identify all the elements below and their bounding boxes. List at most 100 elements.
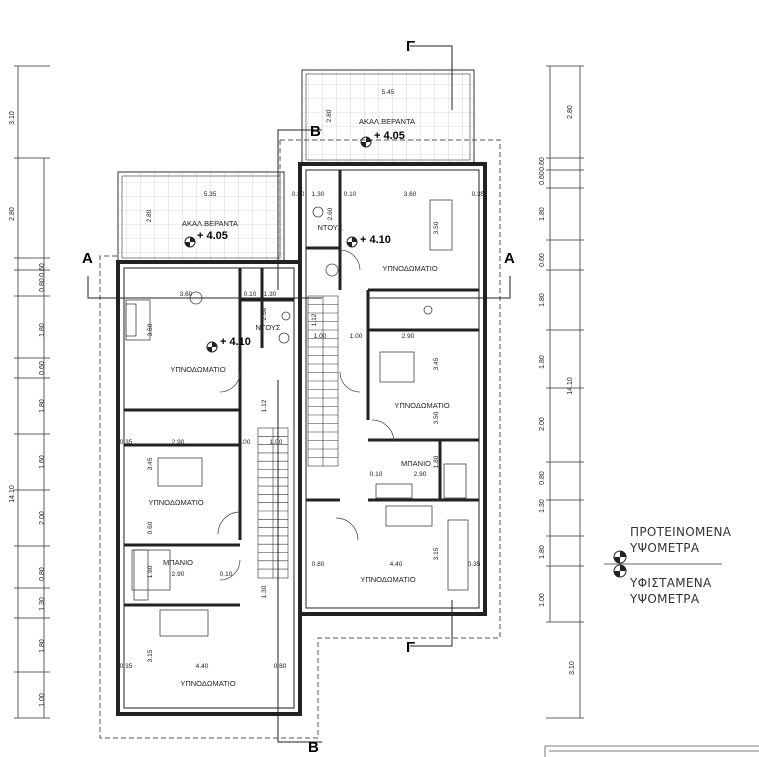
right-dim-label: 1.00: [539, 593, 546, 607]
dim-035-c: 0.35: [468, 561, 481, 568]
legend-proposed-line1: ΠΡΟΤΕΙΝΟΜΕΝΑ: [630, 525, 732, 539]
section-lines: [87, 45, 511, 743]
right-dim-label: 1.80: [539, 293, 546, 307]
dim-112-a: 1.12: [311, 313, 318, 326]
dim-315-a: 3.15: [433, 547, 440, 560]
dim-035-b: 0.35: [120, 439, 133, 446]
dim-260-b: 2.60: [261, 307, 268, 320]
left-dim-label: 1.80: [39, 639, 46, 653]
dim-130-a: 1.30: [312, 191, 325, 198]
right-dim-label: 0.60: [539, 157, 546, 171]
dim-350-c: 3.50: [433, 411, 440, 424]
left-dim-label: 0.60: [39, 263, 46, 277]
room-label-bedroom-2: ΥΠΝΟΔΩΜΑΤΙΟ: [170, 365, 225, 374]
legend-symbol: [604, 550, 722, 578]
dim-130-b: 1.30: [264, 291, 277, 298]
dim-360-l: 3.60: [180, 291, 193, 298]
section-mark-g-bottom: Γ: [406, 639, 415, 656]
dim-010-d: 0.10: [220, 571, 233, 578]
section-mark-a-left: A: [82, 250, 93, 267]
dim-130-c: 1.30: [261, 585, 268, 598]
dim-290-c: 2.90: [414, 471, 427, 478]
dim-180: 1.80: [433, 455, 440, 468]
level-marker-bedroom-left: + 4.10: [206, 336, 251, 353]
svg-text:+ 4.10: + 4.10: [360, 234, 391, 246]
stair-left: [257, 427, 289, 579]
dim-280-vr: 2.80: [326, 109, 333, 122]
level-marker-veranda-left: + 4.05: [184, 230, 228, 248]
room-label-bedroom-4: ΥΠΝΟΔΩΜΑΤΙΟ: [148, 498, 203, 507]
dim-112-b: 1.12: [261, 399, 268, 412]
dim-290-b: 2.90: [172, 439, 185, 446]
dim-100-d: 1.00: [270, 439, 283, 446]
dim-290-a: 2.90: [402, 333, 415, 340]
right-dim-label: 0.80: [539, 471, 546, 485]
legend-existing-line1: ΥΦΙΣΤΑΜΕΝΑ: [630, 576, 712, 590]
room-label-bedroom-1: ΥΠΝΟΔΩΜΑΤΙΟ: [382, 264, 437, 273]
room-label-bath-left: ΜΠΑΝΙΟ: [163, 558, 193, 567]
dashed-outline: [99, 139, 501, 739]
right-dim-label: 14.10: [567, 377, 574, 395]
right-dimension-line: [546, 65, 584, 719]
dim-350-l: 3.50: [147, 323, 154, 336]
left-dim-label: 0.80: [39, 278, 46, 292]
room-label-veranda-right: ΑΚΑΛ.ΒΕΡΑΝΤΑ: [359, 117, 415, 126]
room-label-bedroom-5: ΥΠΝΟΔΩΜΑΤΙΟ: [360, 575, 415, 584]
svg-text:A: A: [82, 250, 93, 267]
right-dim-label: 1.80: [539, 355, 546, 369]
dim-010-c: 0.10: [370, 471, 383, 478]
left-dimension-line: [14, 65, 50, 719]
dim-345-b: 3.45: [147, 457, 154, 470]
veranda-left: [117, 171, 285, 263]
right-dim-label: 1.80: [539, 207, 546, 221]
dim-080-a: 0.80: [312, 561, 325, 568]
dim-260-a: 2.60: [327, 207, 334, 220]
building-walls: [116, 162, 487, 716]
left-dim-label: 1.80: [39, 323, 46, 337]
dim-535: 5.35: [204, 191, 217, 198]
svg-text:+ 4.05: + 4.05: [374, 130, 405, 142]
left-dim-label: 3.10: [9, 111, 16, 125]
right-dim-label: 3.10: [569, 661, 576, 675]
dim-035-a: 0.35: [472, 191, 485, 198]
right-dim-label: 2.80: [567, 105, 574, 119]
door-swings: [217, 249, 395, 581]
dim-440-a: 4.40: [390, 561, 403, 568]
right-dim-label: 0.60: [539, 253, 546, 267]
furniture: [125, 199, 469, 637]
room-label-shower-left: ΝΤΟΥΣ: [255, 323, 280, 332]
right-dim-label: 2.00: [539, 417, 546, 431]
svg-text:+ 4.10: + 4.10: [220, 336, 251, 348]
level-marker-bedroom-right: + 4.10: [346, 234, 391, 248]
left-dim-label: 0.80: [39, 567, 46, 581]
dim-060: 0.60: [147, 521, 154, 534]
stair-right: [307, 295, 339, 467]
left-dim-label: 1.80: [39, 399, 46, 413]
left-dim-label: 14.10: [9, 485, 16, 503]
section-mark-a-right: A: [504, 250, 515, 267]
left-dim-label: 1.30: [39, 597, 46, 611]
room-label-bath-right: ΜΠΑΝΙΟ: [401, 459, 431, 468]
dim-160: 1.60: [147, 565, 154, 578]
dim-100-b: 1.00: [350, 333, 363, 340]
level-marker-veranda-right: + 4.05: [360, 130, 405, 148]
dim-010-b: 0.10: [244, 291, 257, 298]
dim-035-d: 0.35: [120, 663, 133, 670]
room-label-bedroom-6: ΥΠΝΟΔΩΜΑΤΙΟ: [180, 679, 235, 688]
left-dim-label: 2.80: [9, 207, 16, 221]
dim-345-a: 3.45: [433, 357, 440, 370]
legend-existing-line2: ΥΨΟΜΕΤΡΑ: [630, 592, 700, 606]
dim-080-b: 0.80: [274, 663, 287, 670]
veranda-right: [301, 69, 475, 165]
dim-350-r: 3.50: [433, 221, 440, 234]
left-dim-label: 0.60: [39, 361, 46, 375]
dim-440-b: 4.40: [196, 663, 209, 670]
title-block-corner: [544, 745, 759, 757]
legend-proposed-line2: ΥΨΟΜΕΤΡΑ: [630, 541, 700, 555]
room-label-bedroom-3: ΥΠΝΟΔΩΜΑΤΙΟ: [394, 401, 449, 410]
room-label-shower-right: ΝΤΟΥΣ: [317, 223, 342, 232]
dim-100-c: 1.00: [238, 439, 251, 446]
svg-text:+ 4.05: + 4.05: [197, 230, 228, 242]
section-mark-b-top: B: [310, 123, 321, 140]
